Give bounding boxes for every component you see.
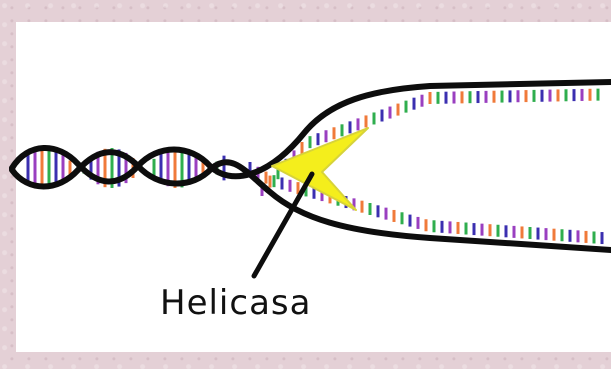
helicase-enzyme-icon: [272, 128, 368, 210]
helicase-label: Helicasa: [160, 283, 311, 323]
